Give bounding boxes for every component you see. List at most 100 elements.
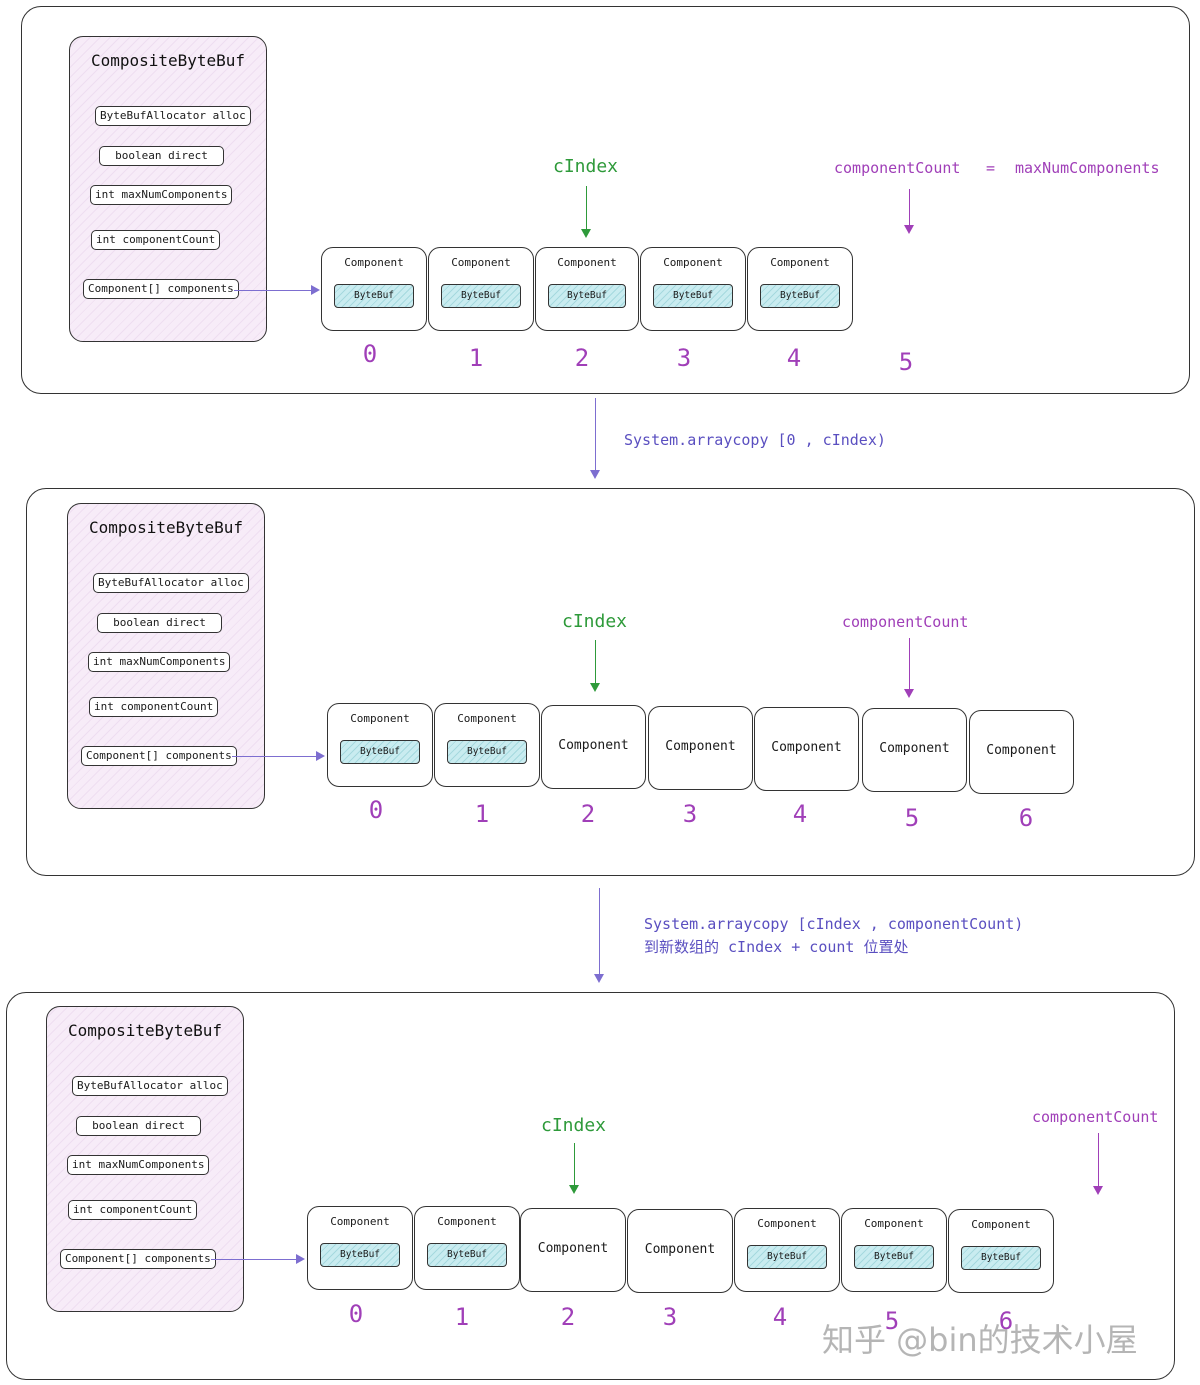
component-slot-empty: Component: [969, 710, 1074, 794]
component-slot-empty: Component: [862, 708, 967, 792]
component-slot-empty: Component: [541, 705, 646, 789]
arrowhead: [316, 751, 325, 761]
field-max-num-components: int maxNumComponents: [90, 185, 233, 205]
arrowhead: [594, 974, 604, 983]
index-label: 5: [904, 804, 920, 832]
index-label: 0: [348, 1300, 364, 1328]
arrowhead: [590, 683, 600, 692]
arrowhead: [904, 225, 914, 234]
index-label: 2: [574, 344, 590, 372]
count-arrow: [909, 189, 910, 227]
composite-bytebuf-box: CompositeByteBuf ByteBufAllocator alloc …: [46, 1006, 244, 1312]
field-components: Component[] components: [83, 279, 239, 299]
index-label: 3: [676, 344, 692, 372]
step-1-arrow: [595, 398, 596, 470]
index-label: 0: [368, 796, 384, 824]
index-label: 6: [998, 1307, 1014, 1335]
field-component-count: int componentCount: [91, 230, 221, 250]
bytebuf-cell: ByteBuf: [427, 1243, 507, 1267]
bytebuf-cell: ByteBuf: [854, 1245, 934, 1269]
index-label: 1: [468, 344, 484, 372]
field-components: Component[] components: [60, 1249, 216, 1269]
arrowhead: [569, 1185, 579, 1194]
step-2-text-line-2: 到新数组的 cIndex + count 位置处: [644, 938, 909, 956]
composite-title: CompositeByteBuf: [88, 518, 244, 537]
max-num-components-label: maxNumComponents: [1015, 159, 1160, 177]
field-direct: boolean direct: [99, 146, 224, 166]
field-max-num-components: int maxNumComponents: [88, 652, 231, 672]
component-count-label: componentCount: [842, 613, 969, 631]
index-label: 4: [772, 1303, 788, 1331]
step-2-text-line-1: System.arraycopy [cIndex , componentCoun…: [644, 915, 1024, 933]
index-label: 5: [898, 348, 914, 376]
count-arrow: [909, 638, 910, 690]
index-label: 4: [792, 800, 808, 828]
bytebuf-cell: ByteBuf: [961, 1246, 1041, 1270]
bytebuf-cell: ByteBuf: [653, 284, 733, 308]
bytebuf-cell: ByteBuf: [441, 284, 521, 308]
index-label: 3: [662, 1303, 678, 1331]
index-label: 4: [786, 344, 802, 372]
index-label: 0: [362, 340, 378, 368]
cindex-label: cIndex: [562, 611, 628, 632]
arrowhead: [311, 285, 320, 295]
component-slot-empty: Component: [648, 706, 753, 790]
index-label: 2: [580, 800, 596, 828]
cindex-label: cIndex: [541, 1115, 607, 1136]
index-label: 1: [474, 800, 490, 828]
field-max-num-components: int maxNumComponents: [67, 1155, 210, 1175]
index-label: 6: [1018, 804, 1034, 832]
step-2-arrow: [599, 888, 600, 974]
composite-bytebuf-box: CompositeByteBuf ByteBufAllocator alloc …: [69, 36, 267, 342]
index-label: 2: [560, 1303, 576, 1331]
bytebuf-cell: ByteBuf: [334, 284, 414, 308]
watermark: 知乎 @bin的技术小屋: [822, 1321, 1138, 1359]
index-label: 1: [454, 1303, 470, 1331]
arrowhead: [590, 470, 600, 479]
bytebuf-cell: ByteBuf: [760, 284, 840, 308]
component-slot-empty: Component: [754, 707, 859, 791]
field-alloc: ByteBufAllocator alloc: [93, 573, 249, 593]
field-alloc: ByteBufAllocator alloc: [72, 1076, 228, 1096]
bytebuf-cell: ByteBuf: [747, 1245, 827, 1269]
arrowhead: [296, 1254, 305, 1264]
component-count-label: componentCount: [1032, 1108, 1159, 1126]
components-pointer-arrow: [211, 1259, 297, 1260]
cindex-label: cIndex: [553, 156, 619, 177]
arrowhead: [581, 229, 591, 238]
field-direct: boolean direct: [76, 1116, 201, 1136]
field-alloc: ByteBufAllocator alloc: [95, 106, 251, 126]
field-component-count: int componentCount: [68, 1200, 198, 1220]
arrowhead: [904, 689, 914, 698]
bytebuf-cell: ByteBuf: [340, 740, 420, 764]
cindex-arrow: [595, 640, 596, 684]
field-component-count: int componentCount: [89, 697, 219, 717]
bytebuf-cell: ByteBuf: [320, 1243, 400, 1267]
composite-bytebuf-box: CompositeByteBuf ByteBufAllocator alloc …: [67, 503, 265, 809]
cindex-arrow: [586, 186, 587, 230]
bytebuf-cell: ByteBuf: [447, 740, 527, 764]
field-direct: boolean direct: [97, 613, 222, 633]
equals-sign: =: [986, 159, 996, 177]
bytebuf-cell: ByteBuf: [548, 284, 626, 308]
components-pointer-arrow: [234, 290, 312, 291]
composite-title: CompositeByteBuf: [67, 1021, 223, 1040]
arrowhead: [1093, 1186, 1103, 1195]
component-count-label: componentCount: [834, 159, 961, 177]
index-label: 5: [884, 1307, 900, 1335]
index-label: 3: [682, 800, 698, 828]
composite-title: CompositeByteBuf: [90, 51, 246, 70]
components-pointer-arrow: [232, 756, 317, 757]
